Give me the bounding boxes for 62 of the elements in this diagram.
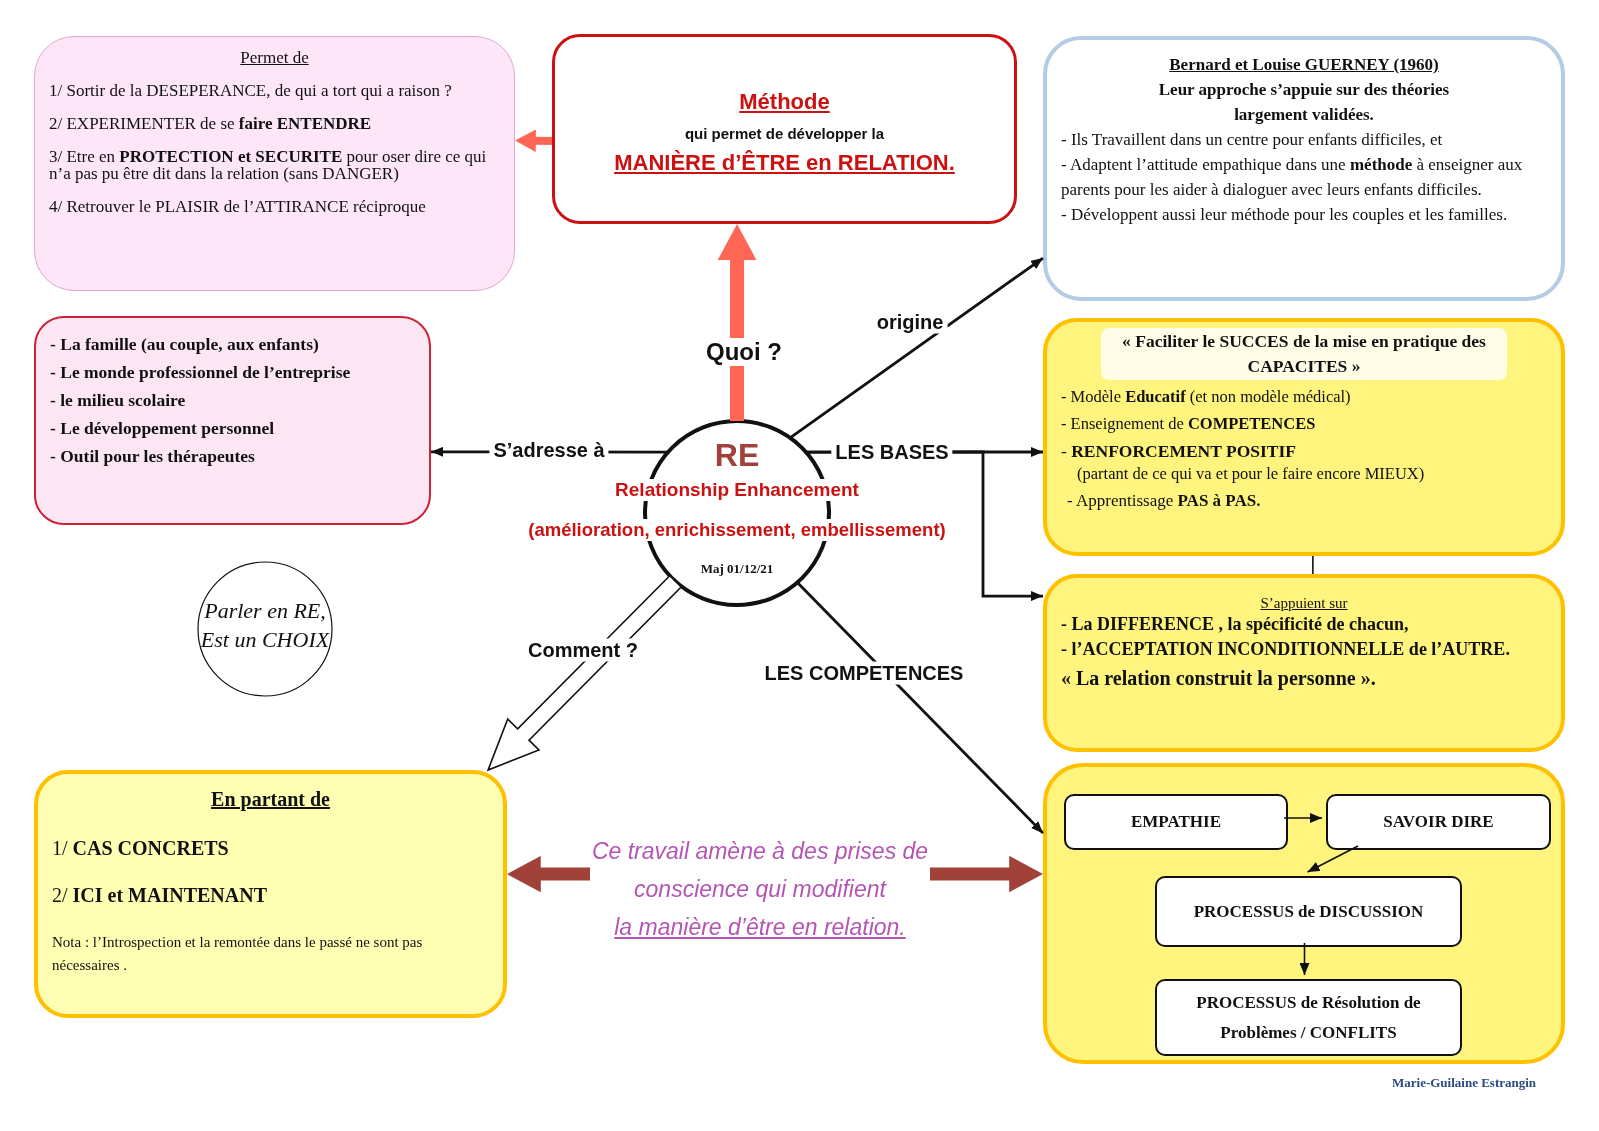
arrow: [1299, 942, 1310, 976]
subtitle: Leur approche s’appuie sur des théories largement validées.: [1157, 79, 1451, 126]
process-box: [1326, 794, 1551, 850]
process-box: [1155, 979, 1462, 1056]
method-card: [552, 34, 1017, 224]
heading: MANIÈRE d’ÊTRE en RELATION.: [613, 150, 956, 176]
heading: En partant de: [210, 788, 331, 811]
process-box: [1064, 794, 1288, 850]
origin-card: [1043, 36, 1565, 301]
list-item: - Enseignement de COMPETENCES: [1061, 414, 1317, 434]
body-text: - Adaptent l’attitude empathique dans une méthode à enseigner aux parents pour les aider à dialoguer avec leurs enfants difficiles.: [1061, 154, 1524, 201]
arrow: [717, 224, 757, 421]
title: RE: [713, 437, 761, 474]
arrow: [1306, 845, 1359, 873]
list-item: - Le développement personnel: [50, 418, 276, 439]
benefits-card: [34, 36, 515, 291]
audience-card: [34, 316, 431, 525]
circle-text: Parler en RE, Est un CHOIX: [199, 597, 331, 654]
list-item: 2/ EXPERIMENTER de se faire ENTENDRE: [49, 114, 373, 133]
list-item: 3/ Etre en PROTECTION et SECURITE pour oser dire ce qui n’a pas pu être dit dans la relation (sans DANGER): [49, 147, 488, 184]
principles-card: [1043, 574, 1565, 752]
list-item: 1/ Sortir de la DESEPERANCE, de qui a tort qui a raison ?: [49, 81, 453, 100]
arrow: [515, 129, 553, 152]
skills-panel: [1043, 763, 1565, 1064]
list-item: - Le monde professionnel de l’entreprise: [50, 362, 352, 383]
author-credit: Marie-Guilaine Estrangin: [1392, 1075, 1537, 1091]
label-text: SAVOIR DIRE: [1383, 811, 1494, 833]
arrow: [789, 256, 1044, 439]
list-item: - Apprentissage PAS à PAS.: [1066, 491, 1262, 511]
arrow: [507, 855, 591, 893]
body-text: - Ils Travaillent dans un centre pour enfants difficiles, et: [1061, 129, 1444, 151]
list-item: 2/ ICI et MAINTENANT: [52, 884, 268, 907]
arrow: [930, 855, 1043, 893]
heading: Permet de: [239, 49, 310, 67]
heading: S’appuient sur: [1259, 594, 1349, 612]
list-item: - Modèle Educatif (et non modèle médical): [1061, 387, 1352, 407]
list-item: - La DIFFERENCE , la spécificité de chacun,: [1061, 613, 1410, 636]
subtitle: qui permet de développer la: [683, 125, 886, 142]
arrow: [796, 581, 1044, 835]
list-item: - La famille (au couple, aux enfants): [50, 334, 320, 355]
foundations-card: [1043, 318, 1565, 556]
note: (partant de ce qui va et pour le faire encore MIEUX): [1076, 464, 1426, 484]
label-text: EMPATHIE: [1130, 811, 1221, 833]
quote: « La relation construit la personne ».: [1061, 666, 1377, 691]
statement-link-text: la manière d’être en relation.: [613, 913, 907, 942]
list-item: 4/ Retrouver le PLAISIR de l’ATTIRANCE réciproque: [49, 198, 427, 217]
list-item: - Outil pour les thérapeutes: [50, 446, 256, 467]
label-text: PROCESSUS de DISCUSSION: [1193, 900, 1424, 923]
label-text: PROCESSUS de Résolution de Problèmes / CONFLITS: [1195, 991, 1422, 1044]
process-box: [1155, 876, 1462, 947]
date-text: Maj 01/12/21: [699, 561, 775, 577]
quote-heading: « Faciliter le SUCCES de la mise en pratique des CAPACITES »: [1101, 328, 1507, 380]
note: Nota : l’Introspection et la remontée dans le passé ne sont pas nécessaires .: [52, 933, 424, 975]
list-item: - RENFORCEMENT POSITIF: [1061, 441, 1297, 462]
heading: Méthode: [738, 89, 831, 115]
body-text: - Développent aussi leur méthode pour les couples et les familles.: [1061, 204, 1509, 226]
list-item: 1/ CAS CONCRETS: [52, 837, 230, 860]
starting-point-card: [34, 770, 507, 1018]
list-item: - l’ACCEPTATION INCONDITIONNELLE de l’AUTRE.: [1061, 638, 1511, 661]
heading: Bernard et Louise GUERNEY (1960): [1168, 54, 1440, 76]
arrow: [1283, 813, 1323, 823]
list-item: - le milieu scolaire: [50, 390, 187, 411]
